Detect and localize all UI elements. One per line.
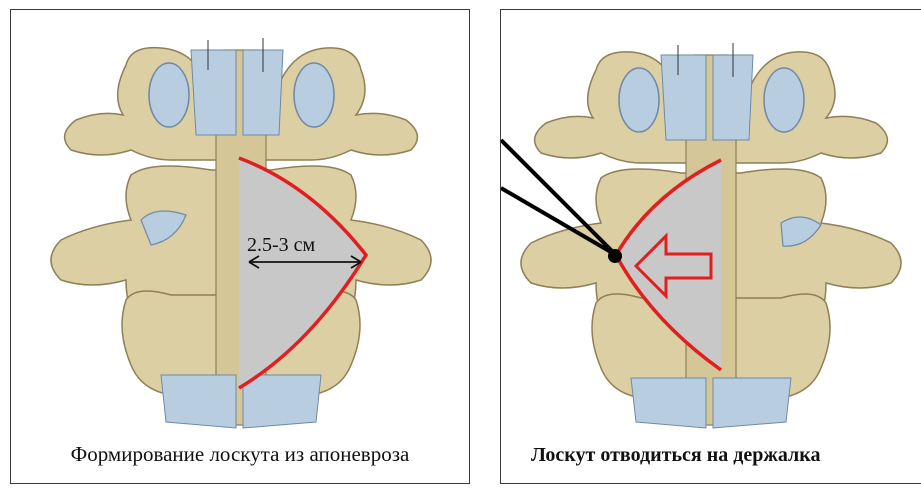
right-spine-illustration (501, 10, 921, 484)
left-caption: Формирование лоскута из апоневроза (11, 442, 469, 467)
left-spine-illustration (11, 10, 470, 484)
right-caption: Лоскут отводиться на держалка (531, 444, 821, 467)
left-figure-panel: 2.5-3 см Формирование лоскута из апоневр… (10, 9, 470, 484)
measurement-label: 2.5-3 см (247, 234, 315, 257)
right-figure-panel: Лоскут отводиться на держалка (500, 9, 921, 484)
